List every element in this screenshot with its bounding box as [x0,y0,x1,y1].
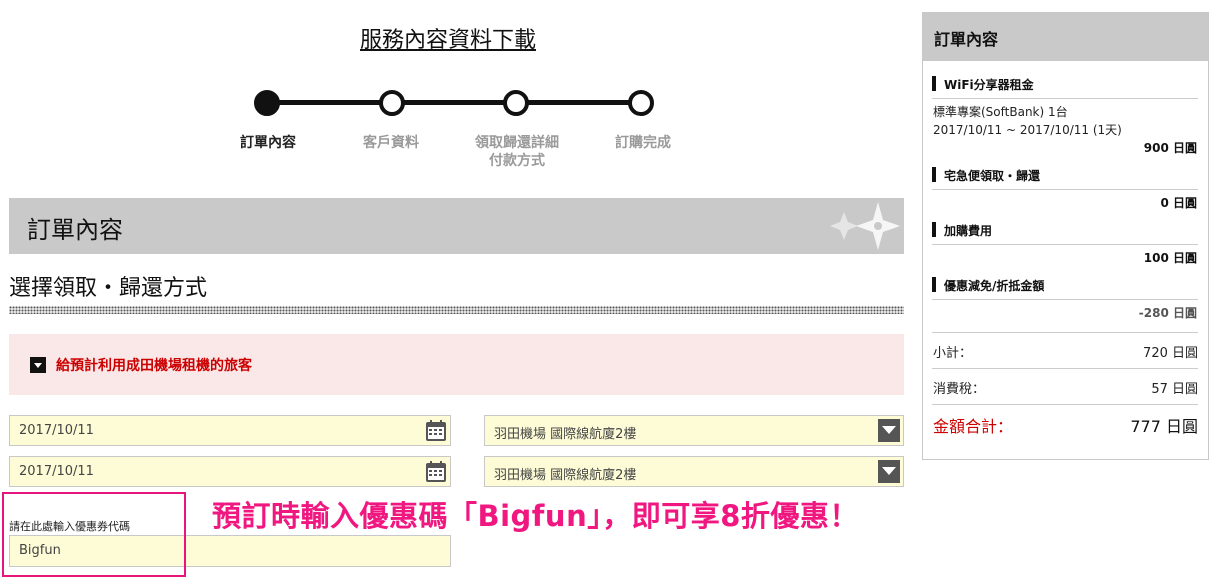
section-bar-icon [932,167,936,182]
wifi-period: 2017/10/11 ~ 2017/10/11 (1天) [933,123,1122,137]
step-3-indicator [503,90,529,116]
step-2-label: 客戶資料 [363,135,419,151]
coupon-input-value: Bigfun [19,543,61,558]
calendar-icon[interactable] [425,419,447,442]
tax-value: 57 日圓 [1151,382,1198,397]
wifi-amount: 900 日圓 [1143,141,1197,155]
discount-amount: -280 日圓 [1138,306,1197,320]
chevron-down-icon[interactable] [878,460,900,483]
sidebar-section-discount: 優惠減免/折抵金額 [932,274,1198,300]
subtotal-row: 小計： 720 日圓 [932,332,1198,369]
calendar-icon[interactable] [425,460,447,483]
section-bar-icon [932,76,936,91]
expand-toggle-icon[interactable] [30,357,46,373]
return-date-value: 2017/10/11 [19,464,94,479]
wifi-plan: 標準專案(SoftBank) 1台 [933,105,1068,119]
discount-heading: 優惠減免/折抵金額 [944,279,1045,293]
delivery-amount: 0 日圓 [1160,196,1197,210]
step-2-indicator [379,90,405,116]
step-3-label: 領取歸還詳細 付款方式 [475,135,559,169]
pickup-location-select[interactable]: 羽田機場 國際線航廈2樓 [484,415,904,446]
sidebar-title: 訂單內容 [934,30,999,49]
subtotal-value: 720 日圓 [1143,346,1198,361]
tax-label: 消費稅： [933,382,986,397]
section-header: 訂單內容 [9,198,904,254]
coupon-input[interactable]: Bigfun [9,535,451,567]
coupon-label: 請在此處輸入優惠券代碼 [9,520,130,533]
step-4-label: 訂購完成 [615,135,671,151]
total-value: 777 日圓 [1130,417,1198,436]
tax-row: 消費稅： 57 日圓 [932,368,1198,405]
sidebar-section-delivery: 宅急便領取・歸還 [932,164,1198,190]
narita-notice-text[interactable]: 給預計利用成田機場租機的旅客 [56,358,252,374]
page-title[interactable]: 服務內容資料下載 [360,28,537,53]
addon-heading: 加購費用 [944,224,993,238]
wifi-heading: WiFi分享器租金 [944,78,1034,92]
stepper-line [268,100,642,105]
shuriken-icon [830,202,900,250]
return-location-value: 羽田機場 國際線航廈2樓 [494,468,637,483]
step-1-indicator [254,90,280,116]
total-label: 金額合計： [933,417,1014,436]
pickup-location-value: 羽田機場 國際線航廈2樓 [494,427,637,442]
total-row: 金額合計： 777 日圓 [932,404,1198,441]
section-bar-icon [932,277,936,292]
pickup-date-field[interactable]: 2017/10/11 [9,415,451,446]
section-title: 訂單內容 [27,216,123,244]
sidebar-header: 訂單內容 [923,13,1208,61]
sidebar-section-wifi: WiFi分享器租金 [932,73,1198,99]
step-4-indicator [628,90,654,116]
chevron-down-icon[interactable] [878,419,900,442]
dotted-divider [9,306,904,314]
sidebar-section-addon: 加購費用 [932,219,1198,245]
order-summary-sidebar: 訂單內容 WiFi分享器租金 標準專案(SoftBank) 1台 2017/10… [922,12,1209,460]
subtotal-label: 小計： [933,346,973,361]
narita-notice[interactable]: 給預計利用成田機場租機的旅客 [9,334,904,395]
section-bar-icon [932,222,936,237]
delivery-heading: 宅急便領取・歸還 [944,169,1041,183]
section-subtitle: 選擇領取・歸還方式 [9,276,208,301]
promo-annotation: 預訂時輸入優惠碼「Bigfun」，即可享8折優惠！ [212,499,859,533]
addon-amount: 100 日圓 [1143,251,1197,265]
progress-stepper: 訂單內容 客戶資料 領取歸還詳細 付款方式 訂購完成 [228,88,698,178]
coupon-highlight-box [2,492,186,577]
return-location-select[interactable]: 羽田機場 國際線航廈2樓 [484,456,904,487]
step-1-label: 訂單內容 [240,135,296,151]
return-date-field[interactable]: 2017/10/11 [9,456,451,487]
pickup-date-value: 2017/10/11 [19,423,94,438]
